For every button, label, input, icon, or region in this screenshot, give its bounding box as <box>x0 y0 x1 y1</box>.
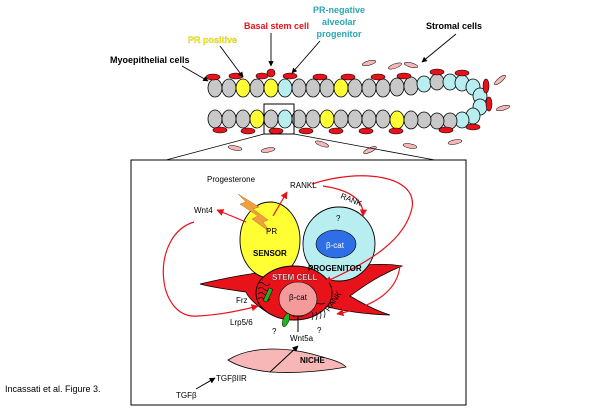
label-tgfb: TGFβ <box>176 391 197 400</box>
label-tgfb-receptor: TGFβIIR <box>216 374 247 383</box>
lrp-receptor <box>262 287 274 303</box>
niche-arrows <box>195 345 299 390</box>
duct-lower-basal-cells <box>212 126 404 135</box>
label-pr-positive: PR positive <box>188 35 237 45</box>
stromal-cell-shapes <box>227 59 511 154</box>
label-question-right: ? <box>317 326 322 335</box>
label-stem-cell: STEM CELL <box>272 273 317 282</box>
label-lrp: Lrp5/6 <box>230 318 253 327</box>
label-pr: PR <box>266 227 277 236</box>
label-beta-cat-progenitor: β-cat <box>326 241 345 250</box>
top-leader-arrows <box>181 33 457 82</box>
label-progesterone: Progesterone <box>207 175 256 184</box>
progesterone-lightning <box>237 193 271 233</box>
label-question-top: ? <box>336 214 341 223</box>
wnt5a-receptor <box>282 313 290 327</box>
rank-receptor <box>311 302 326 321</box>
label-question-left: ? <box>272 327 277 336</box>
label-progenitor: PROGENITOR <box>308 264 362 273</box>
duct-schematic <box>165 59 511 161</box>
label-sensor: SENSOR <box>253 249 287 258</box>
zoom-region-box <box>263 103 295 135</box>
label-stromal-cells: Stromal cells <box>426 21 482 31</box>
label-rankl: RANKL <box>290 181 317 190</box>
label-beta-cat-stem: β-cat <box>289 293 308 302</box>
label-frz: Frz <box>236 296 248 305</box>
duct-alveolar-bud <box>416 68 493 134</box>
label-myoepithelial-cells: Myoepithelial cells <box>110 55 190 65</box>
label-pr-negative-line3: progenitor <box>317 29 362 39</box>
duct-lower-row <box>207 109 419 130</box>
label-wnt4: Wnt4 <box>194 206 213 215</box>
signaling-arrows <box>162 175 413 317</box>
niche-cell <box>227 348 347 373</box>
label-niche: NICHE <box>300 356 326 365</box>
label-wnt5a: Wnt5a <box>290 334 314 343</box>
label-pr-negative-line1: PR-negative <box>313 5 365 15</box>
progenitor-nucleus <box>315 229 357 259</box>
duct-upper-basal-cells <box>205 68 412 81</box>
label-basal-stem-cell: Basal stem cell <box>244 21 309 31</box>
label-pr-negative-line2: alveolar <box>322 17 357 27</box>
duct-upper-row <box>207 76 419 98</box>
inhibition-bar <box>293 315 303 332</box>
figure-caption: Incassati et al. Figure 3. <box>5 384 101 394</box>
